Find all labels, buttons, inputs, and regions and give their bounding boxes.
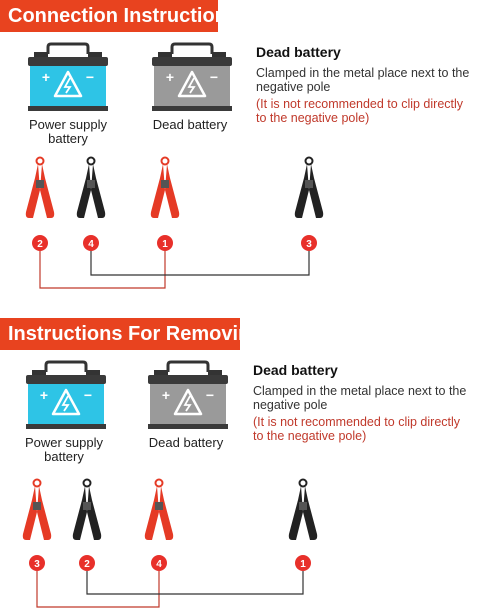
wire-black bbox=[86, 571, 304, 595]
dead-battery-label: Dead battery bbox=[152, 117, 228, 132]
wire-black bbox=[90, 250, 310, 276]
step-number: 2 bbox=[84, 559, 90, 570]
step-badge: 3 bbox=[301, 235, 317, 251]
section-header: Connection Instructions bbox=[0, 0, 238, 32]
power-battery-icon: +− bbox=[28, 42, 108, 111]
dead-battery-label: Dead battery bbox=[148, 435, 224, 450]
step-number: 2 bbox=[37, 239, 43, 250]
clamp-black-icon bbox=[294, 156, 324, 218]
step-number: 3 bbox=[34, 559, 40, 570]
step-number: 1 bbox=[162, 239, 168, 250]
connection-diagram: +− +− 2 4 1 3 bbox=[25, 42, 324, 289]
clamp-black-icon bbox=[76, 156, 106, 218]
info-title: Dead battery bbox=[253, 362, 338, 378]
dead-battery-icon: +− bbox=[152, 42, 232, 111]
info-note: (It is not recommended to clip directly … bbox=[253, 415, 461, 443]
wire-red bbox=[36, 571, 160, 608]
clamp-black-icon bbox=[288, 478, 318, 540]
step-badge: 3 bbox=[29, 555, 45, 571]
svg-text:+: + bbox=[166, 69, 174, 85]
svg-text:−: − bbox=[84, 387, 92, 403]
svg-text:−: − bbox=[206, 387, 214, 403]
wire-red bbox=[39, 250, 166, 289]
svg-text:+: + bbox=[162, 387, 170, 403]
clamp-red-icon bbox=[25, 156, 55, 218]
power-battery-label: Power supply battery bbox=[24, 435, 104, 464]
section-header: Instructions For Removing bbox=[0, 318, 262, 350]
info-note: (It is not recommended to clip directly … bbox=[256, 97, 464, 125]
step-number: 1 bbox=[300, 559, 306, 570]
removing-section: Instructions For Removing +− +− 3 2 4 1 … bbox=[0, 318, 480, 610]
svg-text:+: + bbox=[40, 387, 48, 403]
step-badge: 2 bbox=[79, 555, 95, 571]
svg-text:−: − bbox=[210, 69, 218, 85]
clamp-red-icon bbox=[144, 478, 174, 540]
connection-section: Connection Instructions +− +− 2 4 1 3 Po… bbox=[0, 0, 480, 300]
step-badge: 2 bbox=[32, 235, 48, 251]
info-description: Clamped in the metal place next to the n… bbox=[256, 66, 470, 94]
step-badge: 1 bbox=[295, 555, 311, 571]
step-badge: 4 bbox=[83, 235, 99, 251]
svg-text:+: + bbox=[42, 69, 50, 85]
clamp-red-icon bbox=[22, 478, 52, 540]
step-number: 3 bbox=[306, 239, 312, 250]
info-title: Dead battery bbox=[256, 44, 341, 60]
step-number: 4 bbox=[88, 239, 94, 250]
svg-text:−: − bbox=[86, 69, 94, 85]
power-battery-label: Power supply battery bbox=[28, 117, 108, 146]
clamp-black-icon bbox=[72, 478, 102, 540]
info-description: Clamped in the metal place next to the n… bbox=[253, 384, 467, 412]
step-badge: 1 bbox=[157, 235, 173, 251]
dead-battery-icon: +− bbox=[148, 360, 228, 429]
removing-diagram: +− +− 3 2 4 1 bbox=[22, 360, 318, 608]
clamp-red-icon bbox=[150, 156, 180, 218]
step-number: 4 bbox=[156, 559, 162, 570]
step-badge: 4 bbox=[151, 555, 167, 571]
power-battery-icon: +− bbox=[26, 360, 106, 429]
